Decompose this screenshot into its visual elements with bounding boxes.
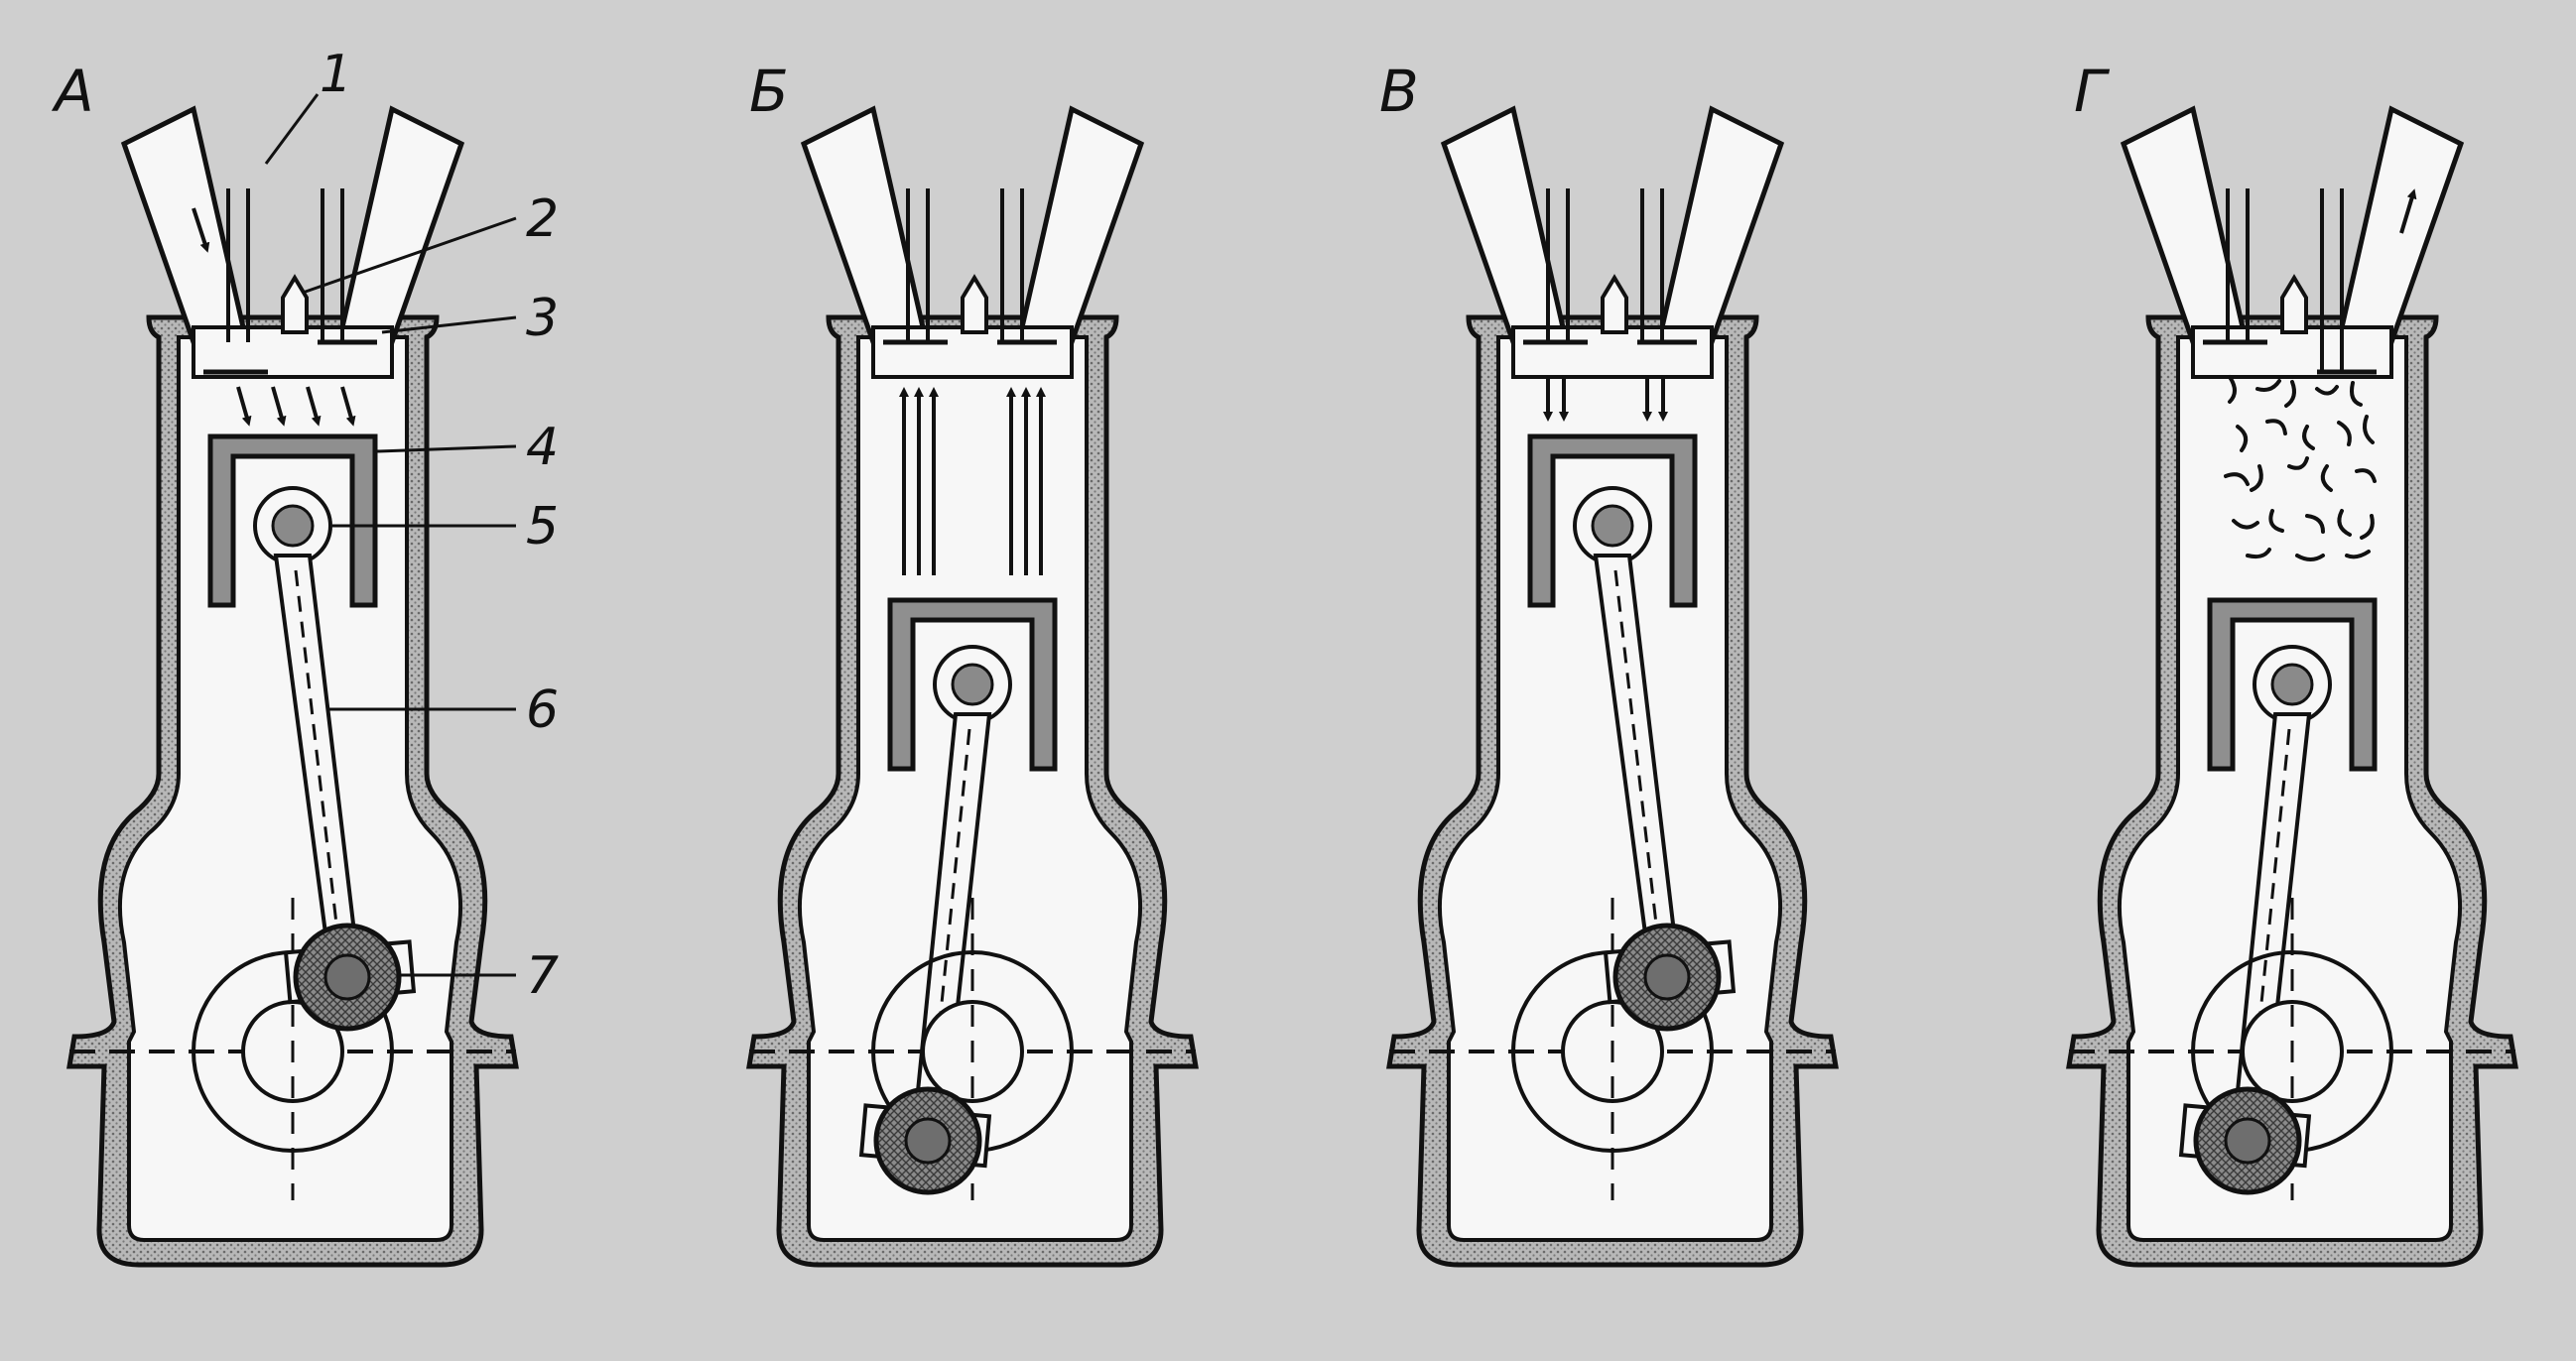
- intake-valve: [2203, 188, 2267, 345]
- exhaust-valve: [1637, 188, 1697, 345]
- piston: [2207, 597, 2378, 772]
- callout-1: 1: [320, 45, 352, 104]
- connecting-rod: [253, 486, 358, 951]
- intake-valve: [1523, 188, 1588, 345]
- crankshaft: [192, 898, 417, 1200]
- leader-4: [376, 444, 517, 453]
- panel-letter-b: Б: [749, 58, 789, 125]
- crankshaft: [858, 898, 1074, 1200]
- callout-4: 4: [526, 418, 559, 477]
- spark-plug: [2280, 274, 2308, 334]
- panel-b: [746, 105, 1199, 1268]
- exhaust-valve: [318, 188, 377, 345]
- leader-3: [381, 315, 517, 334]
- crankshaft: [2178, 898, 2393, 1200]
- panel-letter-g: Г: [2074, 58, 2111, 125]
- power-arrows: [1543, 377, 1668, 422]
- leader-1: [264, 93, 320, 165]
- spark-plug: [961, 274, 988, 334]
- intake-valve: [203, 188, 268, 375]
- intake-flow-arrows: [192, 207, 356, 427]
- connecting-rod: [1573, 486, 1678, 951]
- panel-v: [1386, 105, 1839, 1268]
- intake-valve: [883, 188, 948, 345]
- callout-numbers: 1 2 3 4 5 6 7: [320, 45, 559, 1006]
- compression-arrows: [899, 387, 1046, 575]
- spark-plug: [1601, 274, 1628, 334]
- piston: [207, 433, 378, 608]
- callout-5: 5: [526, 497, 559, 557]
- crankshaft: [1511, 898, 1737, 1200]
- exhaust-flow-arrow: [2399, 188, 2417, 234]
- callout-7: 7: [526, 946, 559, 1006]
- panel-letter-v: В: [1379, 58, 1419, 125]
- exhaust-valve: [997, 188, 1057, 345]
- connecting-rod: [2233, 645, 2332, 1119]
- piston: [887, 597, 1058, 772]
- panel-letters: А Б В Г: [51, 58, 2111, 125]
- callout-3: 3: [526, 289, 559, 348]
- piston: [1527, 433, 1698, 608]
- exhaust-valve: [2317, 188, 2377, 375]
- cylinder-head: [2120, 105, 2465, 379]
- panel-g: [2066, 105, 2518, 1268]
- callout-6: 6: [526, 680, 559, 740]
- panel-a: [66, 105, 519, 1268]
- spark-plug: [281, 274, 309, 334]
- exhaust-gas: [2224, 375, 2377, 561]
- panel-letter-a: А: [51, 58, 94, 125]
- leader-2: [302, 216, 517, 295]
- callout-2: 2: [526, 189, 559, 249]
- callout-leaders: [264, 93, 517, 977]
